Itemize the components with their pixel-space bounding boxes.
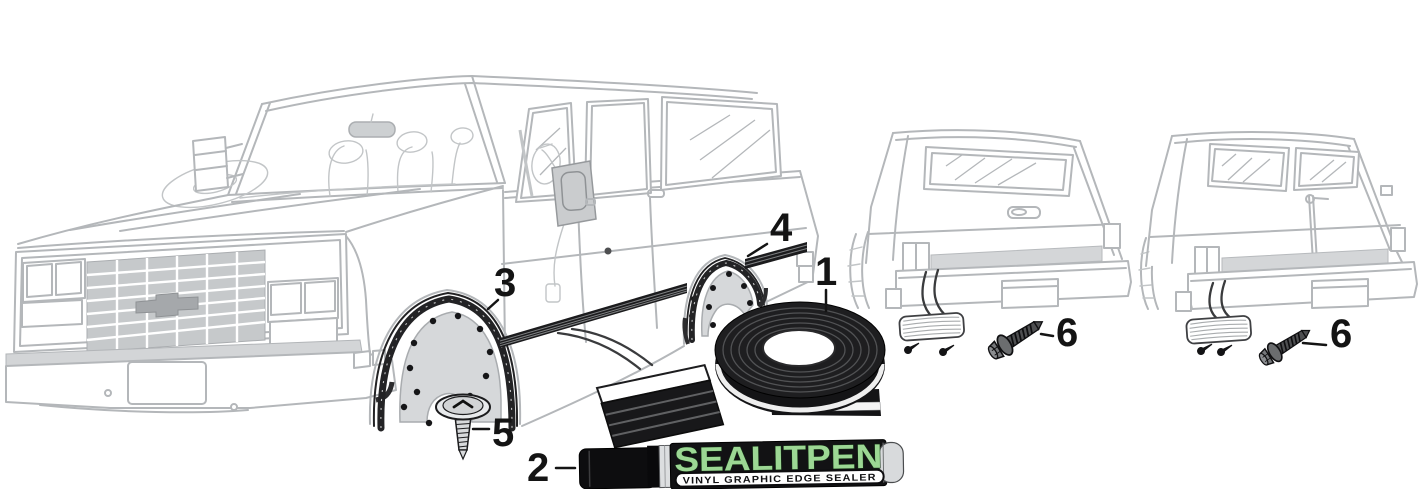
sealer-pen: SEALITPEN VINYL GRAPHIC EDGE SEALER [578, 437, 905, 489]
body-side-molding-sample [595, 363, 725, 449]
wheel-molding-screw [435, 393, 491, 461]
hex-head-screw [987, 320, 1044, 360]
headlight [304, 280, 336, 314]
door-latch [1380, 185, 1393, 196]
callout-1-label: 1 [815, 250, 837, 294]
trailer-hitch [885, 288, 902, 309]
side-marker-lamp [353, 350, 371, 369]
callout-1: 1 [815, 250, 837, 313]
callout-3-label: 3 [494, 261, 516, 305]
wheelhouse-panel [399, 311, 502, 423]
headlight [55, 261, 82, 296]
pen-cap [578, 447, 657, 489]
small-screw [1217, 344, 1233, 356]
callout-4-label: 4 [770, 206, 793, 250]
callout-6-left: 6 [1039, 311, 1078, 355]
seat-belt [518, 129, 534, 197]
door-handle [585, 198, 596, 206]
grille-and-headlights [13, 233, 349, 353]
rear-molding-piece [898, 312, 965, 342]
suburban-rear-view-tailgate-illustration [847, 129, 1132, 356]
rear-bumper-corner [796, 251, 814, 267]
small-screw [904, 342, 920, 354]
pen-end-cap [878, 441, 905, 484]
callout-6-label: 6 [1056, 311, 1078, 355]
fastener-dots [400, 312, 494, 427]
hex-head-screw [1258, 329, 1311, 366]
headlight [270, 282, 302, 316]
callouts: 1 2 3 4 5 6 6 [471, 206, 1352, 489]
body-side-molding-strips [499, 242, 808, 371]
chevrolet-bowtie-emblem [135, 292, 199, 318]
callout-6-right: 6 [1301, 312, 1352, 356]
trailer-hitch [1175, 291, 1192, 312]
front-bumper [5, 339, 397, 414]
small-screw [1197, 343, 1213, 355]
front-wheel-opening-molding-area [368, 289, 522, 432]
callout-5-label: 5 [492, 411, 514, 455]
suburban-front-three-quarter-illustration [5, 75, 819, 427]
callout-4: 4 [746, 206, 793, 258]
rearview-mirror [348, 121, 396, 138]
tailgate-handle [1007, 206, 1041, 219]
rear-molding-piece [1185, 315, 1252, 345]
callout-2: 2 [527, 446, 577, 489]
rear-wheel-opening-molding-area [682, 254, 768, 345]
callout-5: 5 [471, 411, 514, 455]
pen-subtitle-text: VINYL GRAPHIC EDGE SEALER [683, 472, 877, 486]
door-lock-dot [604, 247, 612, 255]
callout-6-label: 6 [1330, 312, 1352, 356]
small-screw [939, 344, 955, 356]
license-plate-area [127, 361, 207, 405]
molding-roll [714, 301, 886, 416]
turn-signal-lamp [21, 299, 83, 328]
taillight [1390, 227, 1406, 252]
right-door-mirror [539, 143, 597, 303]
rear-molding-location [930, 245, 1103, 271]
rear-tire [682, 317, 690, 345]
callout-2-label: 2 [527, 446, 549, 489]
headlight [26, 263, 53, 298]
callout-3: 3 [486, 261, 516, 311]
left-door-mirror [192, 136, 244, 192]
door-handle [647, 189, 665, 198]
taillight [1103, 223, 1121, 249]
suburban-rear-view-panel-doors-illustration [1138, 131, 1418, 356]
